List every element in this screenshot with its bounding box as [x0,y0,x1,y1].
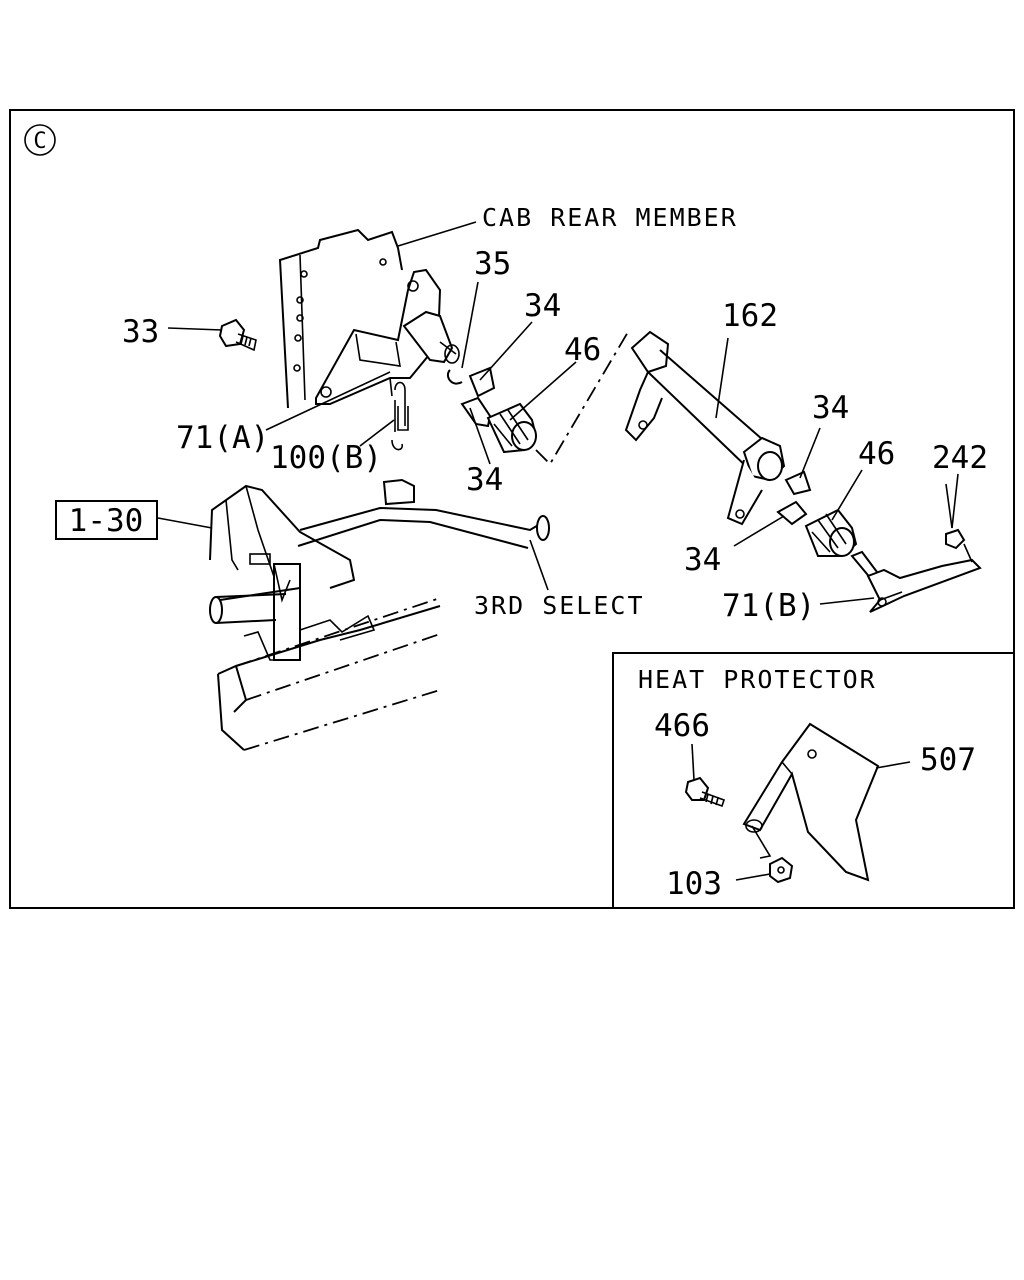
bolt-33-drawing [218,318,257,352]
label-part-46-left: 46 [564,332,601,368]
bushing-34-lower-drawing [460,396,492,428]
label-part-34-right-lower: 34 [684,542,721,578]
label-part-466: 466 [654,708,710,744]
shaft-162-drawing [624,330,786,526]
ref-box-1-30[interactable]: 1-30 [55,500,158,540]
label-part-100b: 100(B) [270,440,382,476]
bushing-46-left-drawing [486,402,538,454]
view-marker-letter: C [33,129,46,154]
label-part-507: 507 [920,742,976,778]
cab-rear-member-drawing [278,228,460,451]
heat-protector-frame [612,652,1014,908]
alignment-line-b [751,825,772,859]
label-cab-rear-member: CAB REAR MEMBER [482,203,738,232]
label-heat-protector: HEAT PROTECTOR [638,665,877,694]
alignment-line-a [535,331,629,466]
label-third-select: 3RD SELECT [474,591,645,620]
label-part-242: 242 [932,440,988,476]
label-part-46-right: 46 [858,436,895,472]
nut-242-drawing [945,483,973,563]
label-part-103: 103 [666,866,722,902]
leader-lines [157,221,959,881]
ref-box-label: 1-30 [69,503,144,539]
bushing-46-right-drawing [804,508,858,557]
label-part-33: 33 [122,314,159,350]
outer-frame [9,109,1015,909]
label-part-34-right-upper: 34 [812,390,849,426]
bracket-71b-drawing [850,550,982,613]
label-part-162: 162 [722,298,778,334]
label-part-34-lower: 34 [466,462,503,498]
bolt-466-drawing [684,776,726,808]
bushing-34-upper-drawing [468,366,496,398]
label-part-71a: 71(A) [176,420,269,456]
third-select-rod-drawing [297,478,550,549]
clip-35-drawing [446,369,463,385]
heat-protector-drawing [742,722,880,882]
frame-assembly-drawing [209,484,441,751]
bushing-34-right-upper-drawing [784,470,812,496]
bushing-34-right-lower-drawing [776,500,808,526]
label-part-35: 35 [474,246,511,282]
label-part-34-upper: 34 [524,288,561,324]
label-part-71b: 71(B) [722,588,815,624]
view-marker: C [24,124,56,156]
nut-103-drawing [769,856,794,884]
